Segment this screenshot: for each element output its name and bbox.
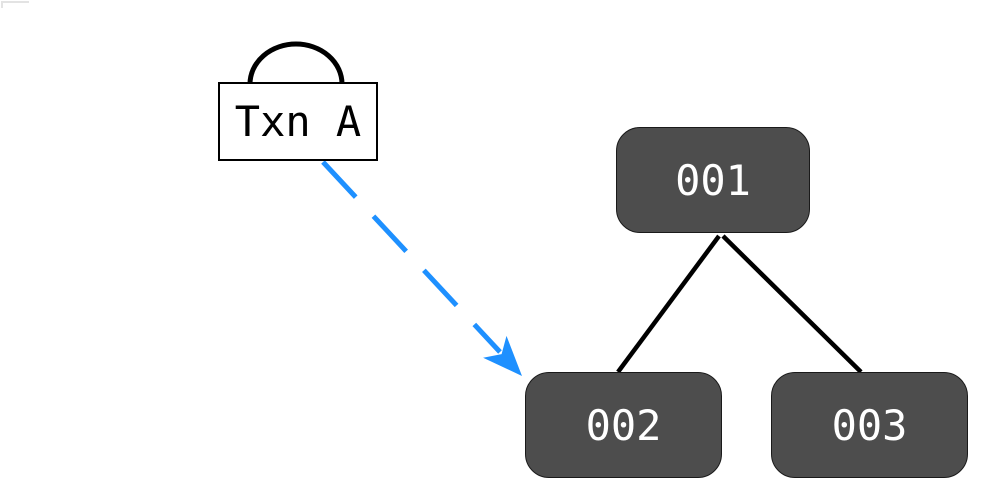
corner-mark: [1, 1, 29, 8]
self-loop-arc: [247, 41, 345, 85]
node-001-label: 001: [675, 155, 751, 205]
node-002: 002: [525, 372, 722, 478]
node-002-label: 002: [585, 400, 662, 450]
node-003-label: 003: [831, 400, 908, 450]
edge-001-to-003: [721, 234, 863, 374]
node-txn-a-label: Txn A: [234, 97, 362, 146]
edge-001-to-002: [616, 234, 721, 374]
node-003: 003: [771, 372, 968, 478]
node-txn-a: Txn A: [218, 82, 378, 161]
dashed-arrow-line: [321, 160, 502, 354]
node-001: 001: [616, 127, 810, 233]
dashed-arrow-head: [483, 335, 522, 376]
